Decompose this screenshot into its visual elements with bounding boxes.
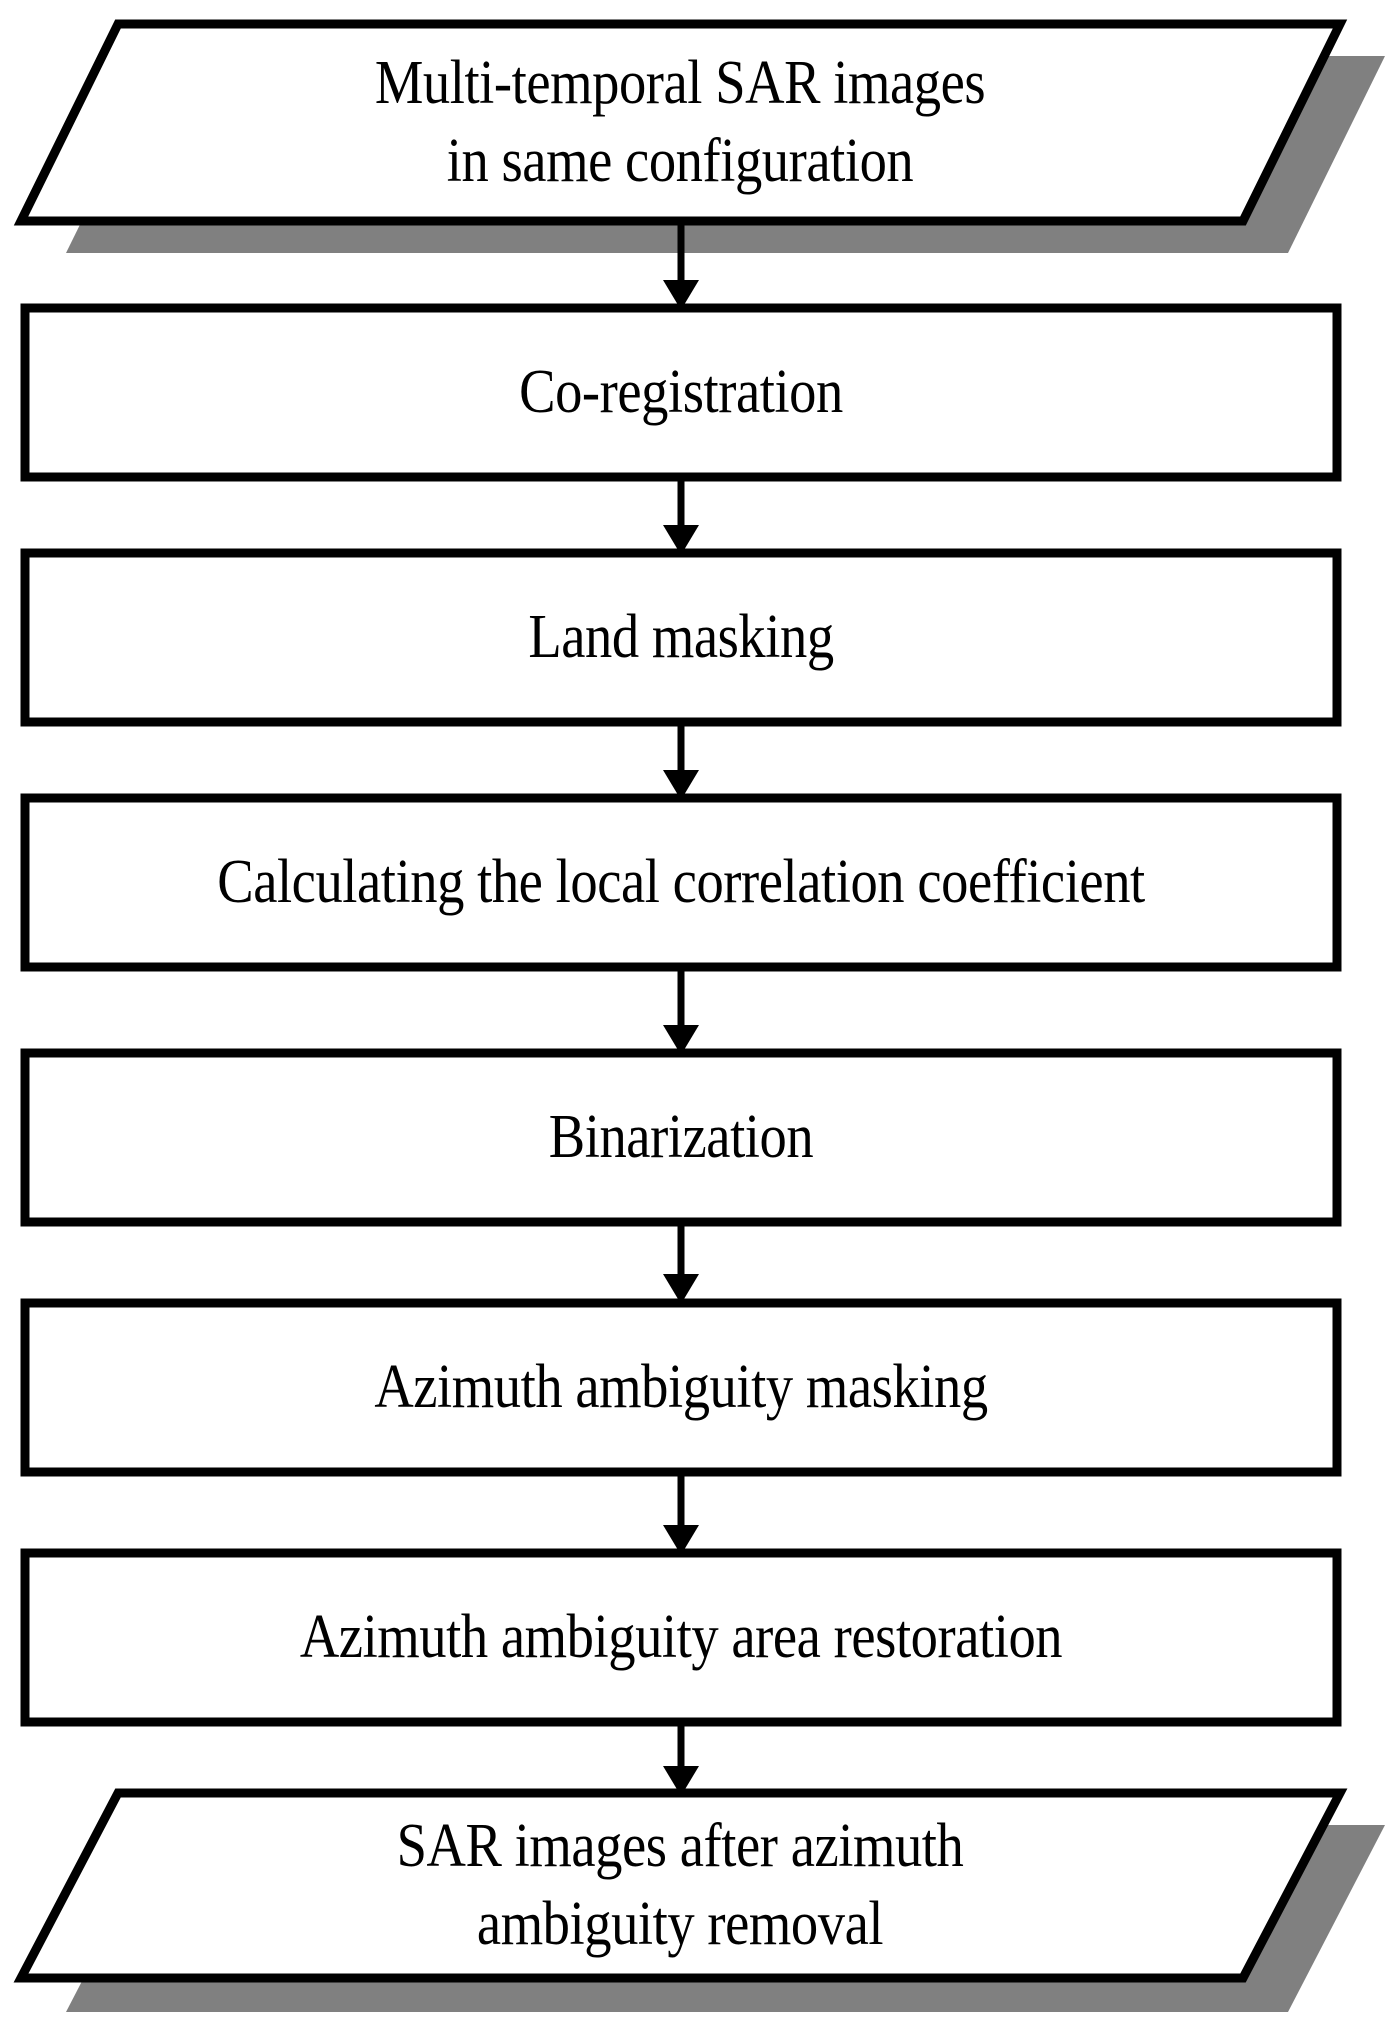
binarization-node-shape[interactable]	[20, 1048, 1342, 1227]
local-correlation-node-shape[interactable]	[20, 793, 1342, 972]
arrow-1-input-to-coregistration	[663, 222, 699, 310]
arrow-3-land-masking-to-local-correlation	[663, 722, 699, 800]
area-restoration-node-shape[interactable]	[20, 1548, 1342, 1727]
arrow-7-area-restoration-to-output	[663, 1722, 699, 1796]
land-masking-node-shape[interactable]	[20, 548, 1342, 727]
arrow-5-binarization-to-ambiguity-masking	[663, 1222, 699, 1304]
input-node-shape[interactable]	[13, 19, 1348, 226]
ambiguity-masking-node-shape[interactable]	[20, 1298, 1342, 1477]
arrow-4-local-correlation-to-binarization	[663, 967, 699, 1055]
arrow-6-ambiguity-masking-to-area-restoration	[663, 1472, 699, 1555]
coregistration-node-shape[interactable]	[20, 303, 1342, 482]
arrow-2-coregistration-to-land-masking	[663, 477, 699, 555]
output-node-shape[interactable]	[13, 1788, 1348, 1983]
